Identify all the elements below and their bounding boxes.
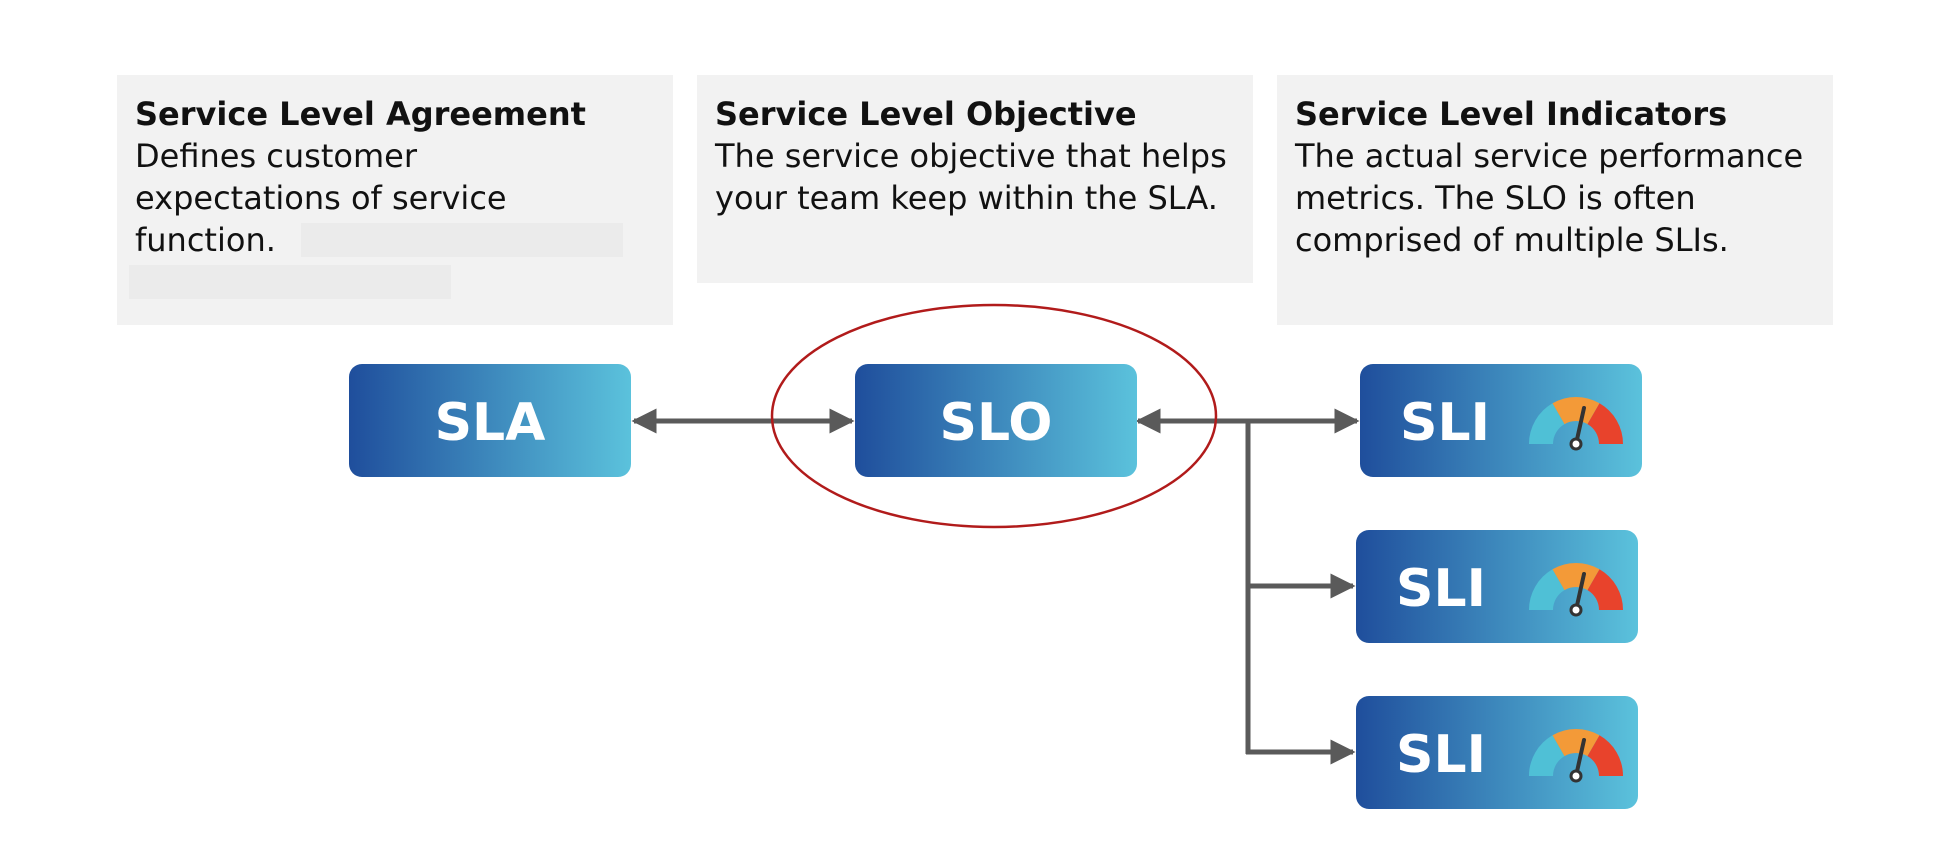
slo-description-box: Service Level Objective The service obje…	[697, 75, 1253, 283]
sla-node-label: SLA	[435, 393, 546, 453]
gauge-icon	[1529, 563, 1623, 617]
sli-description-text: The actual service performance metrics. …	[1295, 137, 1804, 259]
sli-node-label: SLI	[1396, 559, 1486, 619]
slo-node-label: SLO	[940, 393, 1053, 453]
sli-node-1: SLI	[1360, 364, 1642, 477]
connectors	[631, 408, 1360, 765]
slo-node: SLO	[855, 364, 1137, 477]
sli-node-label: SLI	[1400, 393, 1490, 453]
sla-description-title: Service Level Agreement	[135, 95, 586, 133]
sli-description-box: Service Level Indicators The actual serv…	[1277, 75, 1833, 325]
sli-node-2: SLI	[1356, 530, 1638, 643]
sli-node-3: SLI	[1356, 696, 1638, 809]
slo-highlight-ellipse	[770, 303, 1218, 529]
slo-description-title: Service Level Objective	[715, 95, 1137, 133]
sla-description-box: Service Level Agreement Defines customer…	[117, 75, 673, 325]
sli-node-label: SLI	[1396, 725, 1486, 785]
gauge-icon	[1529, 397, 1623, 451]
gauge-icon	[1529, 729, 1623, 783]
redacted-region	[301, 223, 623, 257]
slo-description-text: The service objective that helps your te…	[715, 137, 1227, 217]
sla-description-text: Defines customer expectations of service…	[135, 137, 507, 259]
sli-description-title: Service Level Indicators	[1295, 95, 1728, 133]
redacted-region	[129, 265, 451, 299]
sla-node: SLA	[349, 364, 631, 477]
